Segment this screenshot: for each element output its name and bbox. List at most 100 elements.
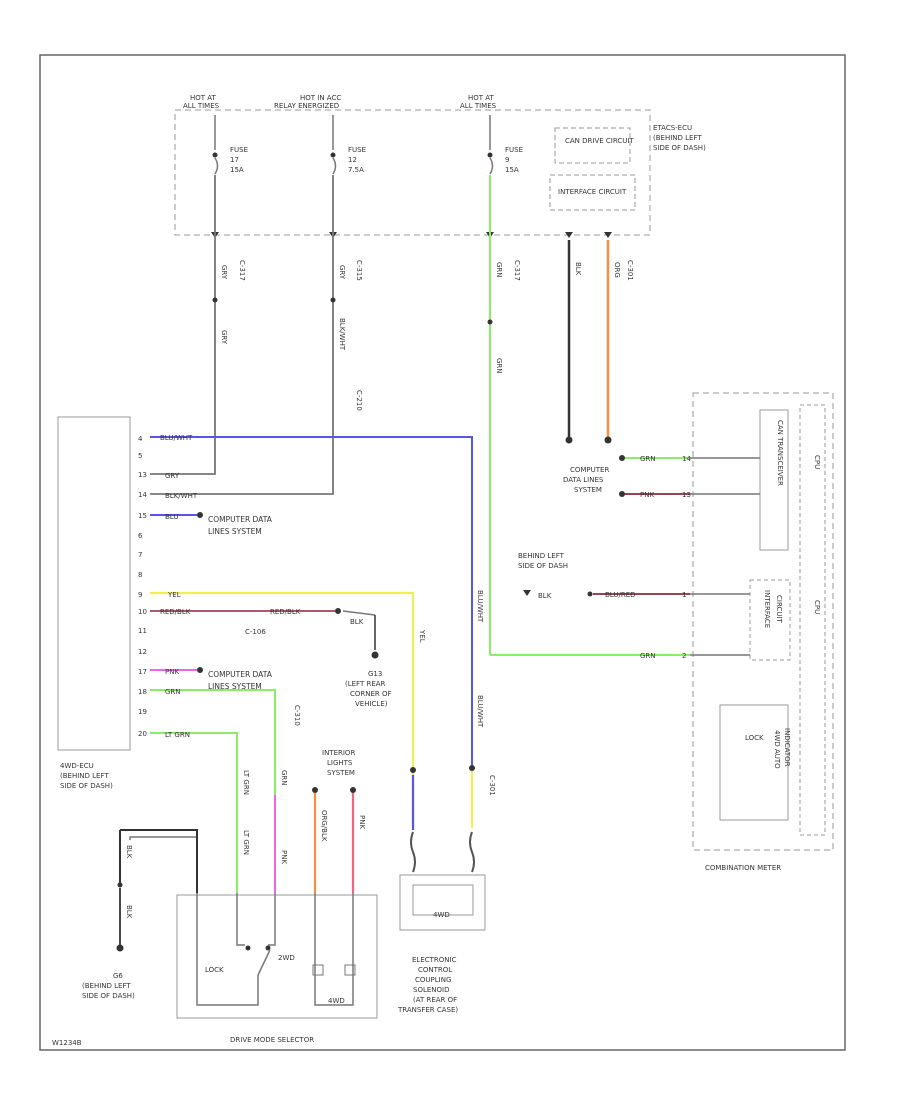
behind-left-pin2: 2 — [682, 652, 686, 660]
behind-left-l2: SIDE OF DASH — [518, 562, 568, 570]
wire-orgblk-label: ORG/BLK — [320, 810, 328, 842]
coupling-l6: TRANSFER CASE) — [397, 1006, 458, 1014]
wire-bluwht-pin4 — [150, 436, 473, 825]
behind-left-blured: BLU/RED — [605, 591, 636, 599]
g6-wire-label: BLK — [125, 845, 133, 859]
diagram-frame — [39, 54, 846, 1051]
wire-pin4-label: BLU/WHT — [160, 434, 193, 442]
coupling-l1: ELECTRONIC — [412, 956, 457, 964]
wire-blkwht-label: BLK/WHT — [338, 318, 346, 351]
cdl-right-pin13: 13 — [682, 491, 691, 499]
wire-pin10-label-b: RED/BLK — [270, 608, 301, 616]
etacs-loc2: SIDE OF DASH) — [653, 144, 706, 152]
fuse-9-name: FUSE — [505, 146, 523, 154]
drive-mode-selector-name: DRIVE MODE SELECTOR — [230, 1036, 314, 1044]
ecu-pin-18: 18 — [138, 688, 147, 696]
lock-indicator-box — [719, 704, 789, 821]
wire-grn-label-1: GRN — [495, 262, 503, 278]
g13-wire-label: BLK — [350, 618, 364, 626]
ecu-pin-15: 15 — [138, 512, 147, 520]
coupling-l4: SOLENOID — [413, 986, 449, 994]
wire-org-label: ORG — [613, 262, 621, 278]
coupling-solenoid-label: 4WD — [433, 911, 450, 919]
ecu-loc1: (BEHIND LEFT — [60, 772, 109, 780]
4wd-ecu-box — [57, 416, 131, 751]
cdl-left-2-l2: LINES SYSTEM — [208, 682, 262, 691]
power-col3-line2: ALL TIMES — [460, 102, 497, 110]
wire-gry-pin13 — [150, 465, 216, 475]
power-col3-line1: HOT AT — [468, 94, 495, 102]
selector-4wd-label: 4WD — [328, 997, 345, 1005]
fuse-9-num: 9 — [505, 156, 509, 164]
etacs-connector-pins — [211, 232, 612, 238]
can-driver-circuit-label: CAN DRIVE CIRCUIT — [565, 137, 634, 145]
ecu-pin-14: 14 — [138, 491, 147, 499]
wire-grn-label-2: GRN — [495, 358, 503, 374]
g6-wire-label-2: BLK — [125, 905, 133, 919]
g6-l2: SIDE OF DASH) — [82, 992, 135, 1000]
etacs-name: ETACS-ECU — [653, 124, 692, 132]
ecu-pin-6: 6 — [138, 532, 143, 540]
wire-ltgrn-v1: LT GRN — [242, 770, 250, 795]
wire-blk-label: BLK — [574, 262, 582, 276]
cdl-left-1-l1: COMPUTER DATA — [208, 515, 273, 524]
ecu-pin-13: 13 — [138, 471, 147, 479]
etacs-loc1: (BEHIND LEFT — [653, 134, 702, 142]
ecu-pin-5: 5 — [138, 452, 142, 460]
wire-pin9-label-v: YEL — [418, 629, 426, 643]
can-transceiver-label: CAN TRANSCEIVER — [776, 420, 784, 486]
wire-pin18-label: GRN — [165, 688, 181, 696]
ecu-pin-7: 7 — [138, 551, 142, 559]
coupling-l5: (AT REAR OF — [413, 996, 457, 1004]
wire-gry-label-1: GRY — [220, 265, 228, 280]
interior-l2: LIGHTS — [327, 759, 353, 767]
cdl-right-l2: DATA LINES — [563, 476, 604, 484]
cdl-left-1-l2: LINES SYSTEM — [208, 527, 262, 536]
ecu-pin-9: 9 — [138, 591, 142, 599]
cdl-right-l1: COMPUTER — [570, 466, 609, 474]
indicator-lock-label: LOCK — [745, 734, 764, 742]
interface-circuit-label: INTERFACE CIRCUIT — [558, 188, 627, 196]
wire-grn-selector-label: GRN — [280, 770, 288, 786]
wire-blkwht-pin14 — [150, 492, 334, 495]
wire-pin4-label-v2: BLU/WHT — [476, 695, 484, 728]
conn-c317-label: C-317 — [238, 260, 246, 281]
conn-c106-label: C-106 — [245, 628, 266, 636]
meter-cpu-label-2: CPU — [813, 455, 821, 469]
ecu-pin-12: 12 — [138, 648, 147, 656]
conn-c315-label: C-315 — [355, 260, 363, 281]
wire-grn-pin18 — [150, 689, 276, 893]
coupling-solenoid — [412, 884, 474, 916]
behind-left-pin1: 1 — [682, 591, 686, 599]
wire-pin10-label: RED/BLK — [160, 608, 191, 616]
combination-meter-name: COMBINATION METER — [705, 864, 781, 872]
wire-c210-label: C-210 — [355, 390, 363, 411]
wire-pin14-label: BLK/WHT — [165, 492, 198, 500]
indicator-label: INDICATOR — [783, 728, 791, 767]
meter-inner-dashed — [799, 404, 826, 836]
g13-name: G13 — [368, 670, 382, 678]
fuse-9-amp: 15A — [505, 166, 519, 174]
can-driver-circuit-box — [554, 127, 631, 164]
selector-conn-label: C-310 — [293, 705, 301, 726]
coupling-l2: CONTROL — [418, 966, 452, 974]
cdl-left-2-l1: COMPUTER DATA — [208, 670, 273, 679]
wire-pin9-label: YEL — [167, 591, 181, 599]
wire-ltgrn-pin20 — [150, 732, 238, 893]
drive-mode-selector-box — [176, 894, 378, 1019]
coupling-l3: COUPLING — [415, 976, 451, 984]
etacs-ecu-box — [174, 109, 651, 236]
g13-l3: VEHICLE) — [355, 700, 388, 708]
cdl-right-grn-label: GRN — [640, 455, 656, 463]
fuse-12-num: 12 — [348, 156, 357, 164]
power-col2-line2: RELAY ENERGIZED — [274, 102, 339, 110]
conn-c317b-label: C-317 — [513, 260, 521, 281]
selector-lock-label: LOCK — [205, 966, 224, 974]
behind-left-l1: BEHIND LEFT — [518, 552, 565, 560]
selector-2wd-label: 2WD — [278, 954, 295, 962]
cdl-right-pnk-label: PNK — [640, 491, 654, 499]
wire-pin13-label: GRY — [165, 472, 180, 480]
fuse-9: FUSE 9 15A — [487, 115, 523, 175]
coupling-box — [399, 874, 486, 931]
